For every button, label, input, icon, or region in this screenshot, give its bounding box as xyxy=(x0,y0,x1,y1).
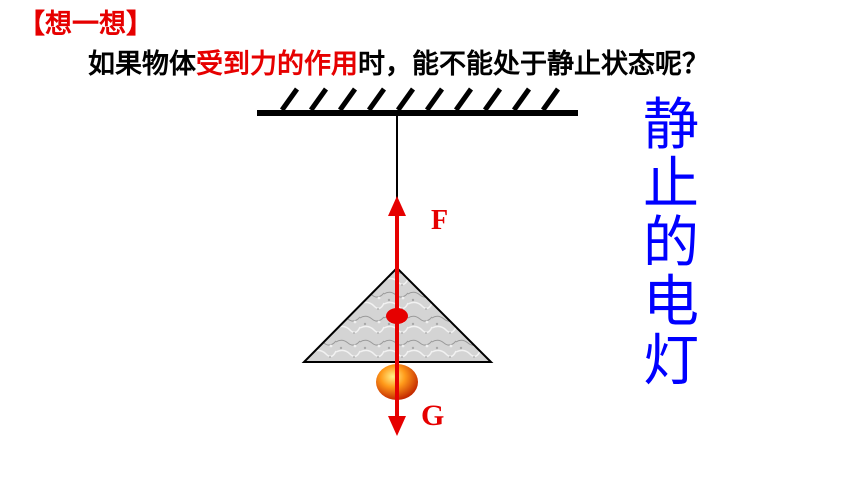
title-char: 灯 xyxy=(643,329,699,394)
title-char: 的 xyxy=(643,211,699,276)
title-char: 止 xyxy=(643,152,699,217)
force-arrows xyxy=(386,196,408,436)
question-text: 如果物体受到力的作用时，能不能处于静止状态呢？ xyxy=(88,42,709,81)
question-before: 如果物体 xyxy=(88,49,196,80)
think-tag: 【想一想】 xyxy=(18,9,153,40)
force-label-f: F xyxy=(431,205,448,236)
question-highlight: 受到力的作用 xyxy=(196,49,358,80)
center-of-gravity-dot xyxy=(386,308,408,324)
force-up-arrowhead xyxy=(388,196,406,216)
title-char: 静 xyxy=(643,93,699,158)
title-char: 电 xyxy=(643,270,699,335)
vertical-title: 静 止 的 电 灯 xyxy=(636,96,706,391)
force-down-arrowhead xyxy=(388,416,406,436)
force-label-g: G xyxy=(421,399,444,432)
question-after: 时，能不能处于静止状态呢？ xyxy=(358,49,709,80)
ceiling xyxy=(257,87,578,116)
